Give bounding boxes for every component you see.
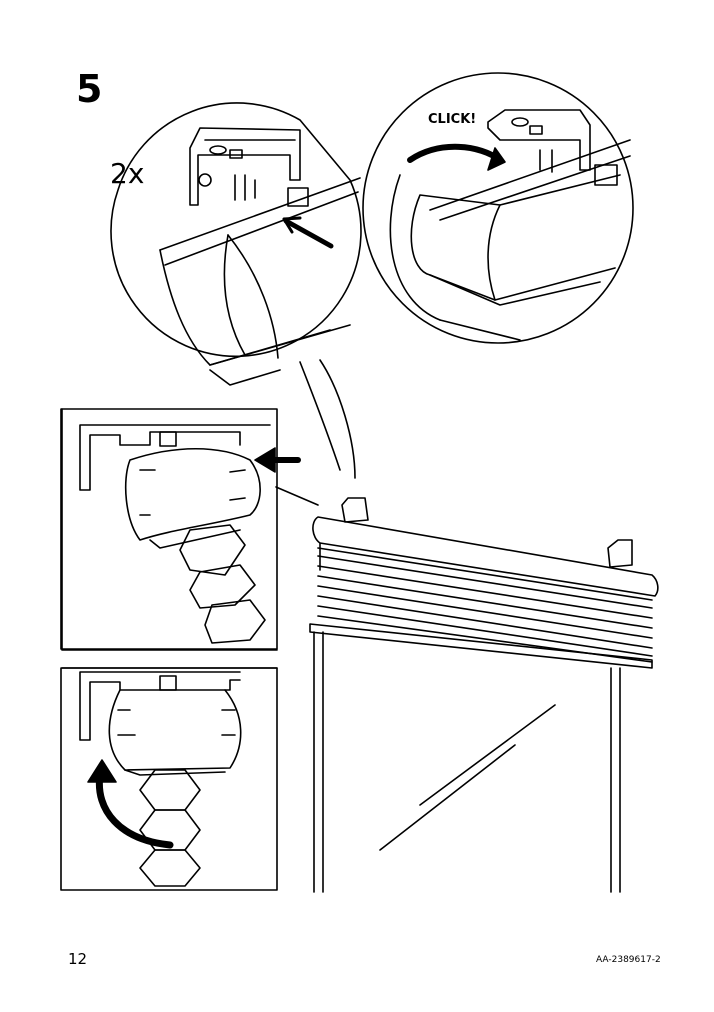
document-code: AA-2389617-2 — [596, 955, 661, 965]
quantity-label: 2x — [110, 157, 145, 190]
detail-circle-click — [362, 72, 634, 344]
profile-view-panel-1 — [60, 408, 301, 651]
detail-circle-bracket — [110, 102, 362, 386]
detail-leader-line — [319, 359, 356, 479]
window-blind-illustration — [309, 497, 659, 893]
step-number: 5 — [76, 67, 103, 111]
profile-view-panel-2 — [60, 667, 278, 891]
click-label: CLICK! — [428, 112, 477, 127]
page-number: 12 — [68, 950, 88, 968]
